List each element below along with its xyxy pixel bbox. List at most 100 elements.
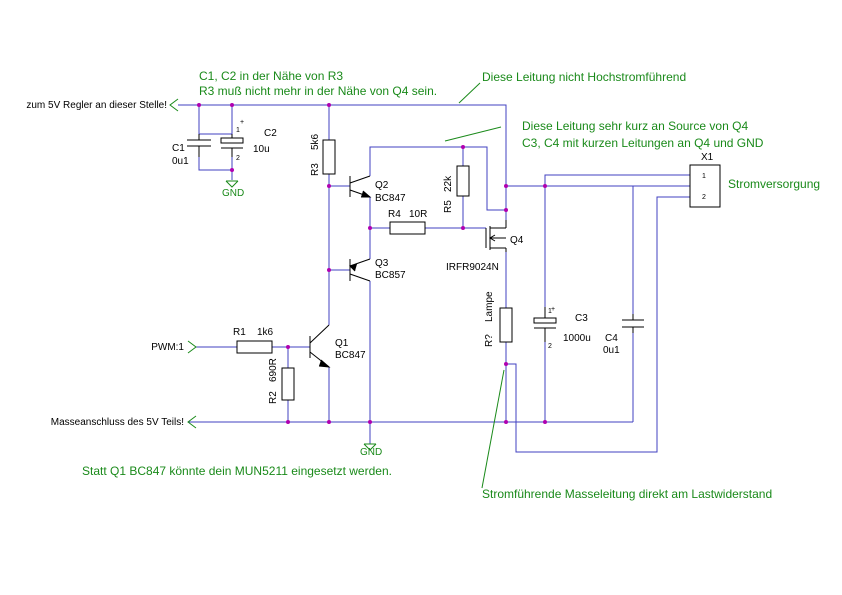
c2-plus: +: [240, 119, 244, 126]
port-regler-label: zum 5V Regler an dieser Stelle!: [26, 100, 167, 111]
label-stromversorgung: Stromversorgung: [728, 177, 820, 191]
note-mun5211: Statt Q1 BC847 könnte dein MUN5211 einge…: [82, 464, 392, 478]
r5-ref: R5: [443, 200, 454, 213]
c1-value: 0u1: [172, 156, 189, 167]
x1-pin2: 2: [702, 194, 706, 201]
junction: [327, 184, 331, 188]
c3-value: 1000u: [563, 333, 591, 344]
c4-ref: C4: [605, 333, 618, 344]
parts: [169, 98, 721, 451]
c2-ref: C2: [264, 128, 277, 139]
capacitor-c2: [220, 134, 244, 157]
q4-ref: Q4: [510, 235, 524, 246]
port-masse-arrow: [187, 415, 197, 429]
callout-5v: [458, 82, 481, 104]
wire-c1c2-bottom: [198, 157, 233, 171]
note-c3c4: C3, C4 mit kurzen Leitungen an Q4 und GN…: [522, 136, 764, 150]
junction: [504, 420, 508, 424]
port-pwm-label: PWM:1: [151, 342, 184, 353]
note-no-high-current: Diese Leitung nicht Hochstromführend: [482, 70, 686, 84]
junction: [504, 208, 508, 212]
capacitor-c4: [622, 314, 644, 333]
wire-ground-return: [506, 196, 690, 453]
junctions: [197, 103, 547, 424]
note-c1c2: C1, C2 in der Nähe von R3: [199, 69, 343, 83]
x1-pin1: 1: [702, 173, 706, 180]
q1-type: BC847: [335, 350, 366, 361]
gnd-label-top: GND: [222, 188, 244, 199]
q1-ref: Q1: [335, 338, 349, 349]
r1-ref: R1: [233, 327, 246, 338]
c3-pin1: 1: [548, 308, 552, 315]
junction: [368, 226, 372, 230]
r2-value: 690R: [268, 358, 279, 382]
wire-r5-source: [463, 146, 506, 211]
port-pwm-arrow: [187, 340, 197, 354]
q2-type: BC847: [375, 193, 406, 204]
r4-value: 10R: [409, 209, 427, 220]
gnd-symbol-top: [225, 180, 239, 188]
wire-supply-1: [544, 174, 690, 307]
x1-ref: X1: [701, 152, 714, 163]
transistor-q2: [349, 175, 372, 198]
c3-ref: C3: [575, 313, 588, 324]
transistor-q3: [349, 258, 371, 282]
junction: [504, 362, 508, 366]
resistor-r3: [322, 139, 336, 175]
wire-5v-rail: [178, 104, 690, 187]
c2-pin2: 2: [236, 155, 240, 162]
r2-ref: R2: [268, 391, 279, 404]
note-r3: R3 muß nicht mehr in der Nähe von Q4 sei…: [199, 84, 437, 98]
wire-c1c2-top: [198, 105, 232, 135]
junction: [461, 145, 465, 149]
q2-ref: Q2: [375, 180, 389, 191]
r3-value: 5k6: [310, 133, 321, 150]
resistor-r2: [281, 367, 295, 401]
c2-value: 10u: [253, 144, 270, 155]
transistor-q1: [309, 324, 331, 368]
gnd-label-bottom: GND: [360, 447, 382, 458]
r3-ref: R3: [310, 163, 321, 176]
r5-value: 22k: [443, 175, 454, 192]
junction: [504, 184, 508, 188]
junction: [286, 345, 290, 349]
q3-ref: Q3: [375, 258, 389, 269]
wire-q2-collector: [369, 146, 463, 176]
resistor-r5: [456, 165, 470, 197]
r4-ref: R4: [388, 209, 401, 220]
c3-pin2: 2: [548, 343, 552, 350]
junction: [368, 420, 372, 424]
q4-type: IRFR9024N: [446, 262, 499, 273]
c1-ref: C1: [172, 143, 185, 154]
callouts: [444, 82, 505, 489]
q3-type: BC857: [375, 270, 406, 281]
resistor-r4: [389, 221, 426, 235]
note-short-source: Diese Leitung sehr kurz an Source von Q4: [522, 119, 748, 133]
r1-value: 1k6: [257, 327, 274, 338]
capacitor-c1: [187, 134, 211, 157]
lamp-ref: R?: [484, 334, 495, 347]
c2-pin1: 1: [236, 127, 240, 134]
callout-source: [444, 126, 502, 142]
connector-x1: [689, 164, 721, 208]
c3-plus: +: [551, 306, 555, 313]
junction: [230, 103, 234, 107]
resistor-lamp: [499, 307, 513, 343]
junction: [543, 420, 547, 424]
junction: [230, 168, 234, 172]
capacitor-c3: [533, 307, 557, 342]
junction: [197, 103, 201, 107]
gnd-symbol-bottom: [363, 443, 377, 451]
junction: [461, 226, 465, 230]
junction: [327, 103, 331, 107]
port-masse-label: Masseanschluss des 5V Teils!: [51, 417, 184, 428]
port-regler-arrow: [169, 98, 179, 112]
note-ground-path: Stromführende Masseleitung direkt am Las…: [482, 487, 772, 501]
junction: [286, 420, 290, 424]
resistor-r1: [236, 340, 273, 354]
lamp-value: Lampe: [484, 291, 495, 322]
junction: [543, 184, 547, 188]
wires: [178, 104, 690, 453]
callout-ground: [481, 369, 505, 489]
